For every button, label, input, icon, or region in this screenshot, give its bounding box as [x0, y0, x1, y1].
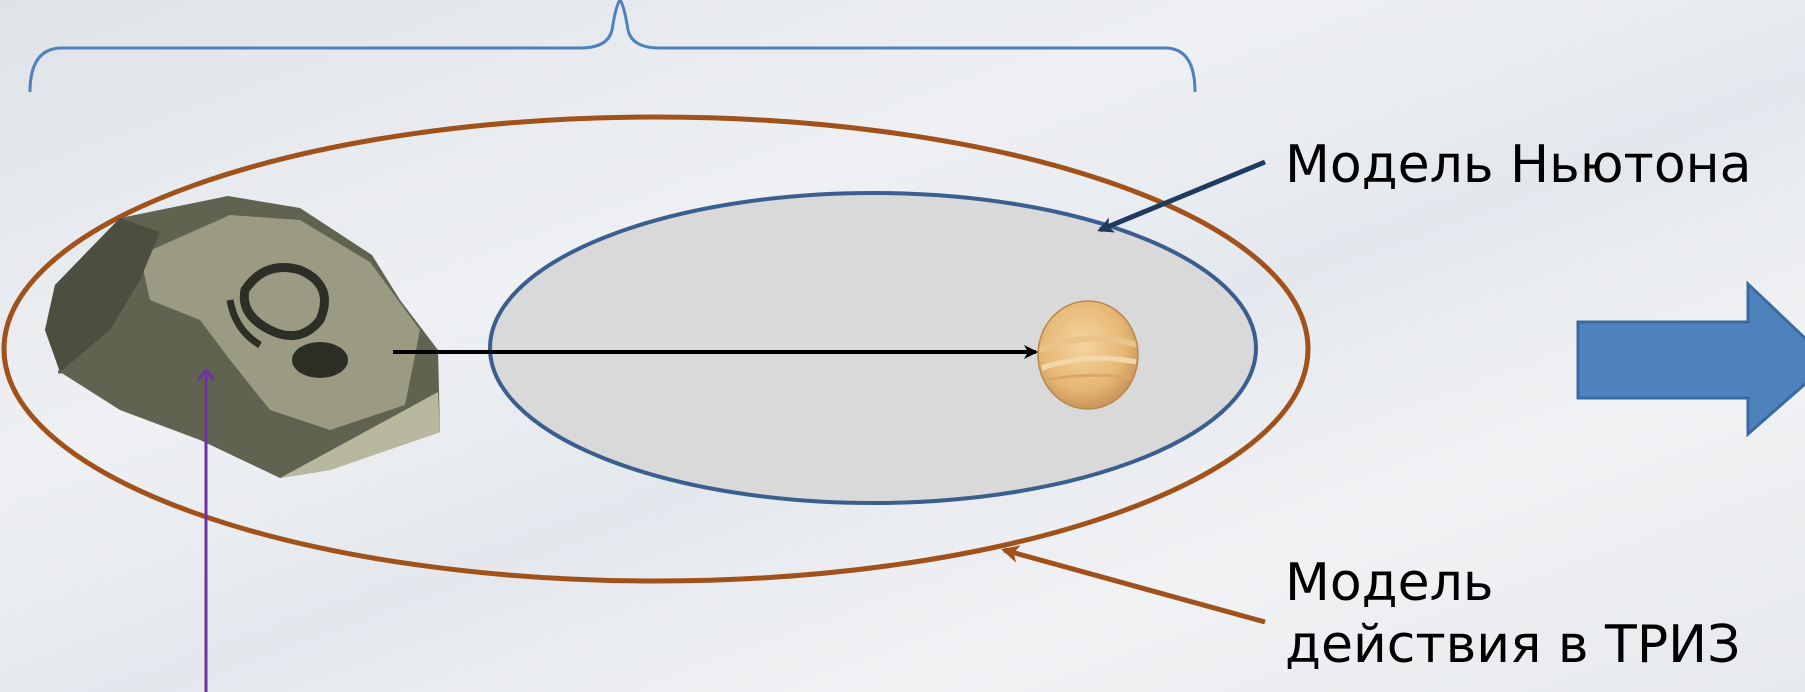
- triz-model-pointer: [1001, 545, 1266, 625]
- inner-ellipse-newton-model: [488, 191, 1258, 505]
- top-curly-brace: [28, 0, 1197, 93]
- triz-model-label: Модель действия в ТРИЗ: [1285, 552, 1740, 676]
- triz-model-label-line2: действия в ТРИЗ: [1285, 615, 1741, 675]
- triz-model-label-line1: Модель: [1285, 553, 1494, 613]
- stone-icon: [45, 196, 440, 478]
- newton-model-label: Модель Ньютона: [1285, 135, 1752, 195]
- newton-model-pointer: [1097, 159, 1266, 233]
- nut-icon: [1037, 300, 1139, 410]
- outer-ellipse-triz-model: [1, 114, 1311, 584]
- big-blue-arrow: [1576, 280, 1805, 438]
